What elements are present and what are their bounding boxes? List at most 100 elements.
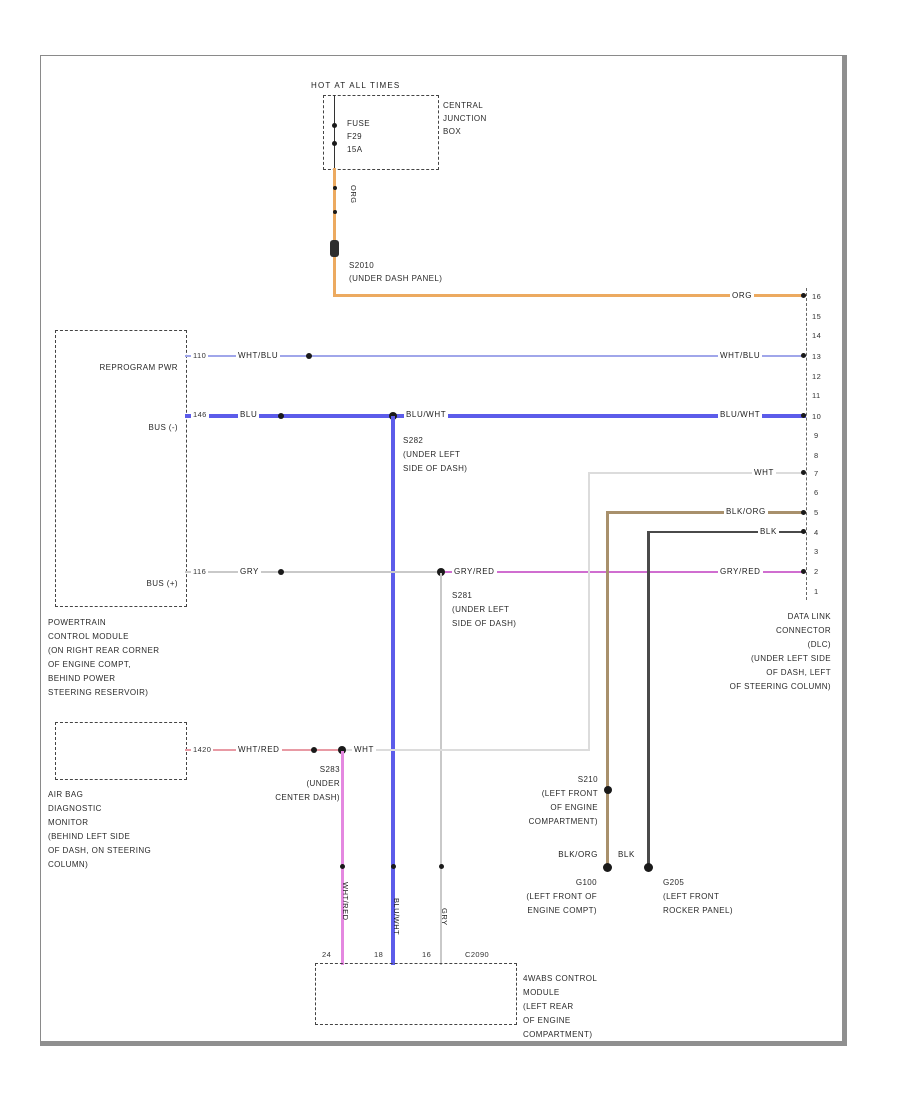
wht-right-label: WHT bbox=[752, 467, 777, 479]
org-wire-horizontal bbox=[333, 294, 806, 297]
dlc-pin-13: 13 bbox=[812, 352, 822, 361]
dlc-pin4-dot bbox=[801, 529, 806, 534]
airbag-caption: AIR BAG DIAGNOSTIC MONITOR (BEHIND LEFT … bbox=[48, 790, 152, 869]
wht-after-splice-label: WHT bbox=[352, 744, 377, 756]
inline-connector-barrel bbox=[330, 240, 339, 257]
splice-s210-caption: S210 (LEFT FRONT OF ENGINE COMPARTMENT) bbox=[528, 775, 598, 826]
dlc-pin10-dot bbox=[801, 413, 806, 418]
dlc-pin-5: 5 bbox=[814, 508, 819, 517]
dlc-pin5-dot bbox=[801, 510, 806, 515]
module-wire-mid-connector-dot bbox=[390, 864, 396, 869]
fuse-terminal-dot-bottom bbox=[332, 141, 337, 146]
module-outline bbox=[315, 963, 517, 1025]
inline-connector-dot-1 bbox=[332, 186, 337, 190]
dlc-pin-3: 3 bbox=[814, 547, 819, 556]
dlc-pin-7: 7 bbox=[814, 469, 819, 478]
blu-wire bbox=[185, 414, 806, 418]
airbag-monitor-outline bbox=[55, 722, 187, 780]
module-connector-label: C2090 bbox=[465, 950, 490, 959]
gry-red-after-splice-label: GRY/RED bbox=[452, 566, 497, 578]
module-wire-left-connector-dot bbox=[340, 864, 345, 869]
airbag-pin-number: 1420 bbox=[191, 744, 214, 755]
dlc-pin13-dot bbox=[801, 353, 806, 358]
pcm-pin-reprogram-label: REPROGRAM PWR bbox=[99, 363, 178, 372]
wht-red-wire-vertical bbox=[341, 751, 344, 965]
splice-s281-dot bbox=[437, 568, 445, 576]
gry-wire bbox=[185, 571, 441, 573]
module-wire-right-label: GRY bbox=[440, 908, 449, 926]
central-junction-box-label: CENTRAL JUNCTION BOX bbox=[443, 101, 487, 136]
hot-at-all-times-label: HOT AT ALL TIMES bbox=[309, 80, 403, 92]
splice-s282-caption: S282 (UNDER LEFT SIDE OF DASH) bbox=[403, 436, 468, 473]
module-wire-right-connector-dot bbox=[438, 864, 444, 869]
module-wire-left-label: WHT/RED bbox=[341, 882, 350, 921]
fuse-wire bbox=[334, 95, 335, 169]
ground-g100-dot bbox=[603, 863, 612, 872]
dlc-pin-16: 16 bbox=[812, 292, 822, 301]
blk-org-right-label: BLK/ORG bbox=[724, 506, 768, 518]
gry-left-label: GRY bbox=[238, 566, 261, 578]
dlc-pin-11: 11 bbox=[812, 391, 821, 400]
ground-g205-caption: G205 (LEFT FRONT ROCKER PANEL) bbox=[663, 878, 733, 915]
wht-blu-connector-dot bbox=[306, 353, 312, 359]
wht-wire-vertical bbox=[588, 472, 590, 751]
blk-lower-label: BLK bbox=[616, 849, 637, 861]
dlc-pin-9: 9 bbox=[814, 431, 819, 440]
wht-blu-left-label: WHT/BLU bbox=[236, 350, 281, 362]
splice-s2010-label: S2010 (UNDER DASH PANEL) bbox=[349, 261, 443, 283]
splice-s283-dot bbox=[338, 746, 346, 754]
ground-g100-caption: G100 (LEFT FRONT OF ENGINE COMPT) bbox=[526, 878, 597, 915]
blk-wire-horizontal bbox=[647, 531, 806, 533]
module-pin-mid: 18 bbox=[374, 950, 384, 959]
dlc-pin-4: 4 bbox=[814, 528, 819, 537]
dlc-pin-8: 8 bbox=[814, 451, 819, 460]
blu-connector-dot bbox=[278, 413, 284, 419]
dlc-pin2-dot bbox=[801, 569, 806, 574]
blu-wht-wire-vertical bbox=[391, 416, 395, 965]
dlc-connector-edge bbox=[806, 288, 807, 600]
dlc-pin-15: 15 bbox=[812, 312, 822, 321]
gry-wire-vertical bbox=[440, 573, 442, 965]
dlc-caption: DATA LINK CONNECTOR (DLC) (UNDER LEFT SI… bbox=[729, 612, 831, 691]
blk-org-lower-label: BLK/ORG bbox=[556, 849, 600, 861]
wht-blu-right-label: WHT/BLU bbox=[718, 350, 763, 362]
blu-left-label: BLU bbox=[238, 409, 260, 421]
splice-s281-caption: S281 (UNDER LEFT SIDE OF DASH) bbox=[452, 591, 517, 628]
wht-red-left-label: WHT/RED bbox=[236, 744, 282, 756]
dlc-pin-10: 10 bbox=[812, 412, 822, 421]
fuse-terminal-dot-top bbox=[332, 123, 337, 128]
dlc-pin16-dot bbox=[801, 293, 806, 298]
blk-right-label: BLK bbox=[758, 526, 779, 538]
wht-blu-wire bbox=[185, 355, 806, 357]
gry-red-wire bbox=[441, 571, 806, 573]
bus-minus-pin-number: 146 bbox=[191, 409, 209, 420]
inline-connector-dot-2 bbox=[332, 210, 337, 214]
org-wire-vertical-label: ORG bbox=[349, 185, 358, 204]
blu-wht-right-label: BLU/WHT bbox=[718, 409, 763, 421]
dlc-pin-14: 14 bbox=[812, 331, 822, 340]
module-pin-left: 24 bbox=[322, 950, 332, 959]
module-caption: 4WABS CONTROL MODULE (LEFT REAR OF ENGIN… bbox=[523, 974, 598, 1039]
ground-g205-dot bbox=[644, 863, 653, 872]
dlc-pin-6: 6 bbox=[814, 488, 819, 497]
dlc-pin7-dot bbox=[801, 470, 806, 475]
splice-s210-dot bbox=[603, 786, 612, 794]
pcm-pin-bus-minus-label: BUS (-) bbox=[148, 423, 178, 432]
dlc-pin-12: 12 bbox=[812, 372, 822, 381]
central-junction-box-outline bbox=[323, 95, 439, 170]
wht-wire-horizontal-lower bbox=[342, 749, 590, 751]
gry-red-right-label: GRY/RED bbox=[718, 566, 763, 578]
pcm-outline bbox=[55, 330, 187, 607]
reprogram-pin-number: 110 bbox=[191, 350, 209, 361]
splice-s283-caption: S283 (UNDER CENTER DASH) bbox=[275, 765, 340, 802]
bus-plus-pin-number: 116 bbox=[191, 566, 209, 577]
blk-org-wire-horizontal bbox=[606, 511, 806, 514]
fuse-label: FUSE F29 15A bbox=[347, 119, 370, 154]
diagram-frame bbox=[40, 55, 847, 1046]
gry-connector-dot bbox=[278, 569, 284, 575]
pcm-caption: POWERTRAIN CONTROL MODULE (ON RIGHT REAR… bbox=[48, 618, 160, 697]
org-wire-vertical bbox=[333, 168, 336, 297]
org-wire-right-label: ORG bbox=[730, 290, 755, 302]
blk-wire-vertical bbox=[647, 531, 650, 868]
